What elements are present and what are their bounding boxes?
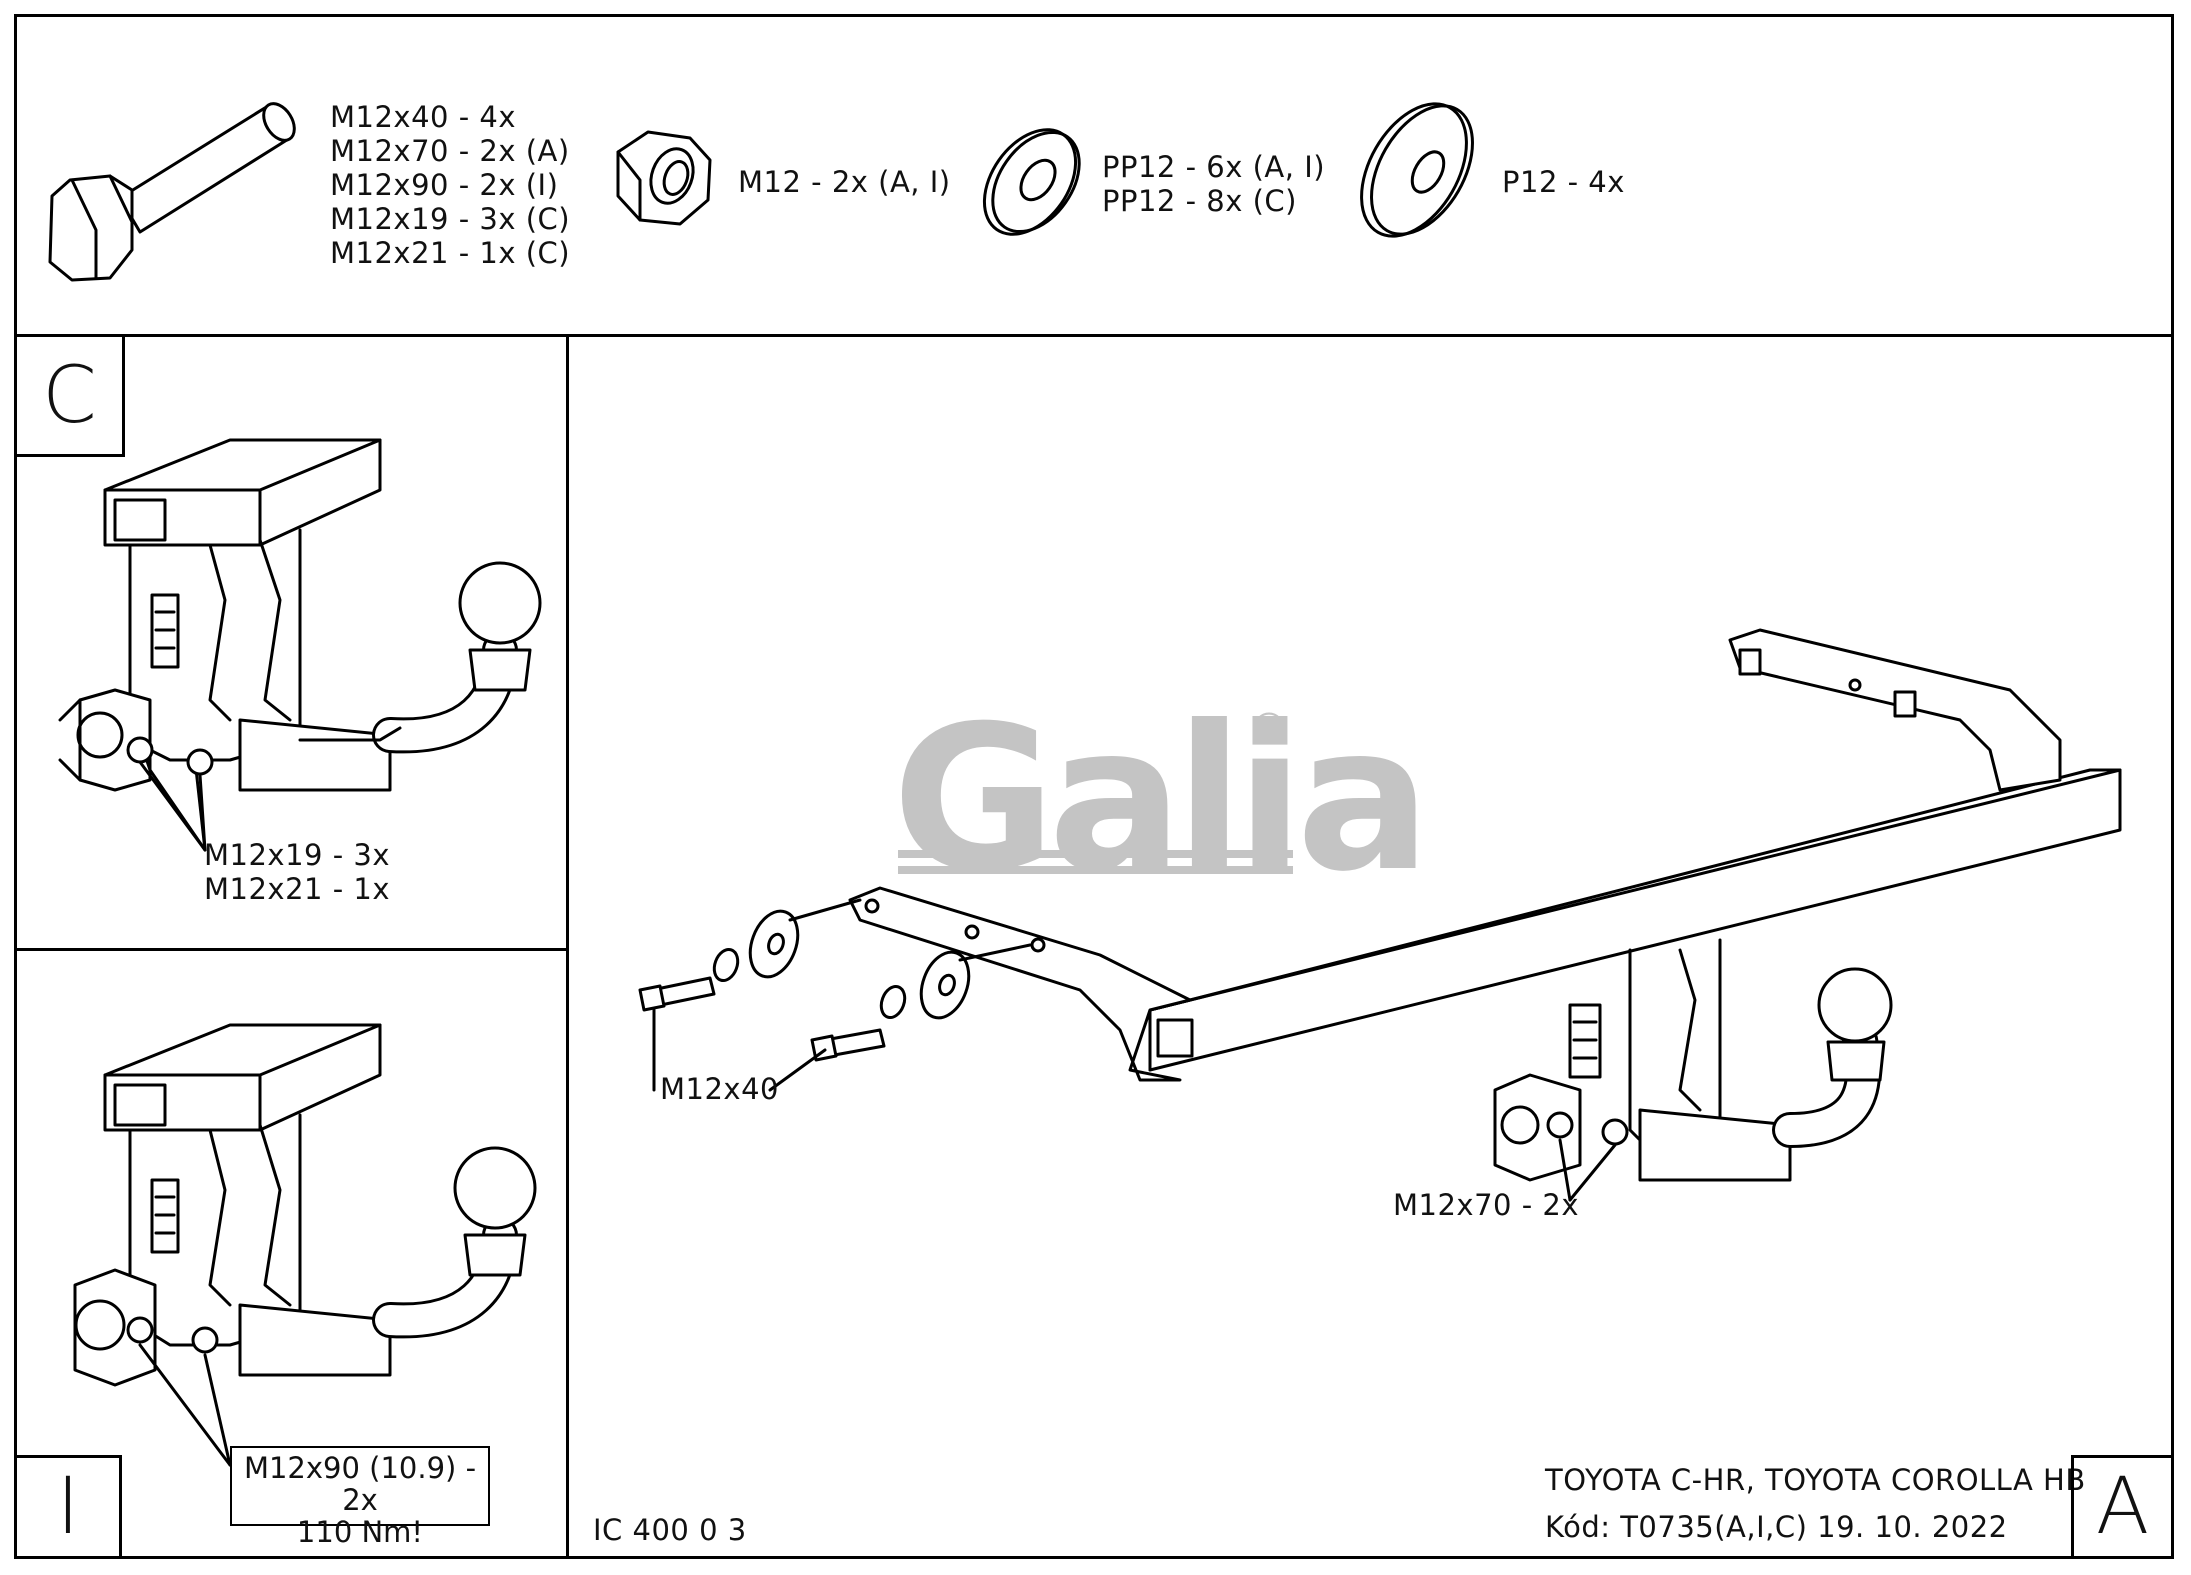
panel-a-towbar-drawing — [638, 628, 2122, 1202]
torque-callout-box: M12x90 (10.9) - 2x 110 Nm! — [230, 1446, 490, 1548]
bolt-list: M12x40 - 4x M12x70 - 2x (A) M12x90 - 2x … — [330, 100, 570, 270]
bolt-spec-5: M12x21 - 1x (C) — [330, 236, 571, 270]
panel-c-callouts: M12x19 - 3x M12x21 - 1x — [204, 838, 390, 906]
logo-registered-mark: ® — [1248, 704, 1290, 753]
spring-washer-spec-2: PP12 - 8x (C) — [1102, 184, 1297, 218]
nut-icon — [616, 130, 712, 226]
bolt-spec-4: M12x19 - 3x (C) — [330, 202, 571, 236]
panel-i-callout-1: M12x90 (10.9) - 2x — [243, 1451, 477, 1517]
bolt-icon — [48, 102, 296, 282]
bolt-spec-1: M12x40 - 4x — [330, 100, 516, 134]
panel-c-letter: C — [14, 334, 125, 457]
spring-washer-spec-1: PP12 - 6x (A, I) — [1102, 150, 1326, 184]
panel-i-letter: I — [14, 1455, 122, 1559]
logo-underline — [898, 850, 1293, 858]
washer-spec: P12 - 4x — [1502, 165, 1625, 199]
panel-c-leader-lines — [138, 760, 207, 852]
panel-c-towbar-drawing — [58, 438, 542, 852]
header-divider — [14, 334, 2174, 337]
panel-i-callout-2: 110 Nm! — [296, 1515, 424, 1549]
vehicle-models: TOYOTA C-HR, TOYOTA COROLLA HB — [1545, 1463, 2086, 1497]
left-column-divider — [566, 334, 569, 1559]
bolt-spec-2: M12x70 - 2x (A) — [330, 134, 570, 168]
nut-spec: M12 - 2x (A, I) — [738, 165, 951, 199]
spring-washer-list: PP12 - 6x (A, I) PP12 - 8x (C) — [1102, 150, 1325, 218]
logo-text: Galia — [892, 683, 1431, 916]
spring-washer-icon — [982, 128, 1081, 236]
panel-a-bolt-callout: M12x40 — [660, 1072, 779, 1106]
drawing-code: IC 400 0 3 — [593, 1513, 747, 1547]
panel-c-callout-1: M12x19 - 3x — [204, 838, 390, 872]
bolt-spec-3: M12x90 - 2x (I) — [330, 168, 559, 202]
logo-underline-2 — [898, 866, 1293, 874]
panel-a-letter: A — [2071, 1455, 2174, 1559]
panel-c-i-divider — [14, 948, 568, 951]
drawing-sheet — [14, 14, 2174, 1559]
flat-washer-icon — [1360, 102, 1474, 238]
panel-c-callout-2: M12x21 - 1x — [204, 872, 390, 906]
kit-code-date: Kód: T0735(A,I,C) 19. 10. 2022 — [1545, 1510, 2008, 1544]
panel-i-towbar-drawing — [73, 1023, 537, 1467]
panel-a-hitch-callout: M12x70 - 2x — [1393, 1188, 1579, 1222]
